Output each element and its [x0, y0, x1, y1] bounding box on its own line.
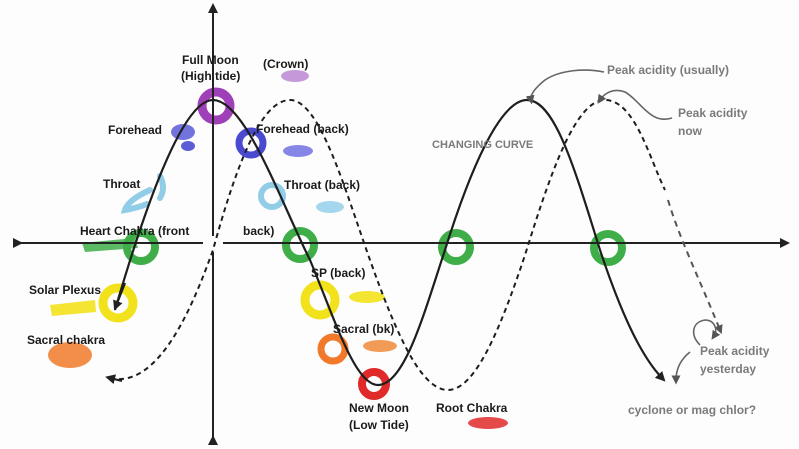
- new-moon-label: New Moon: [349, 401, 409, 416]
- sacral-bk-orange-mark: [363, 340, 397, 352]
- peak-yesterday-pointer-2: [676, 352, 690, 380]
- peak-acidity-now-label-1: Peak acidity: [678, 106, 747, 121]
- sacral-orange-ring: [321, 337, 345, 361]
- changing-curve-label: CHANGING CURVE: [432, 138, 533, 153]
- heart-green-ring-4: [594, 234, 622, 262]
- sp-back-label: SP (back): [311, 266, 365, 281]
- peak-acidity-yesterday-label-1: Peak acidity: [700, 344, 769, 359]
- root-red-mark: [468, 417, 508, 429]
- sp-back-yellow-mark: [349, 291, 385, 303]
- heart-back-label: back): [243, 224, 274, 239]
- peak-acidity-yesterday-label-2: yesterday: [700, 362, 756, 377]
- low-tide-label: (Low Tide): [349, 418, 409, 433]
- crown-label: (Crown): [263, 57, 308, 72]
- peak-yesterday-pointer: [694, 320, 716, 345]
- peak-acidity-now-label-2: now: [678, 124, 702, 139]
- full-moon-label: Full Moon: [182, 53, 239, 68]
- root-chakra-label: Root Chakra: [436, 401, 507, 416]
- dashed-tail-grey: [668, 200, 720, 330]
- heart-green-ring-2: [286, 231, 314, 259]
- heart-chakra-label: Heart Chakra (front: [80, 224, 189, 239]
- peak-now-pointer: [600, 90, 672, 119]
- solar-plexus-label: Solar Plexus: [29, 283, 101, 298]
- throat-light-blue-back: [316, 201, 344, 213]
- sacral-bk-label: Sacral (bk): [333, 322, 394, 337]
- peak-acidity-usually-label: Peak acidity (usually): [607, 63, 729, 78]
- throat-back-label: Throat (back): [284, 178, 360, 193]
- high-tide-label: (High tide): [181, 69, 240, 84]
- origin-gap: [203, 236, 223, 252]
- sacral-chakra-label: Sacral chakra: [27, 333, 105, 348]
- cyclone-label: cyclone or mag chlor?: [628, 403, 756, 418]
- solar-plexus-yellow-bar: [50, 300, 96, 316]
- peak-usual-pointer: [531, 70, 604, 100]
- forehead-back-label: Forehead (back): [256, 122, 349, 137]
- forehead-label: Forehead: [108, 123, 162, 138]
- throat-label: Throat: [103, 177, 140, 192]
- forehead-blue-back: [283, 145, 313, 157]
- forehead-blue-front-2: [181, 141, 195, 151]
